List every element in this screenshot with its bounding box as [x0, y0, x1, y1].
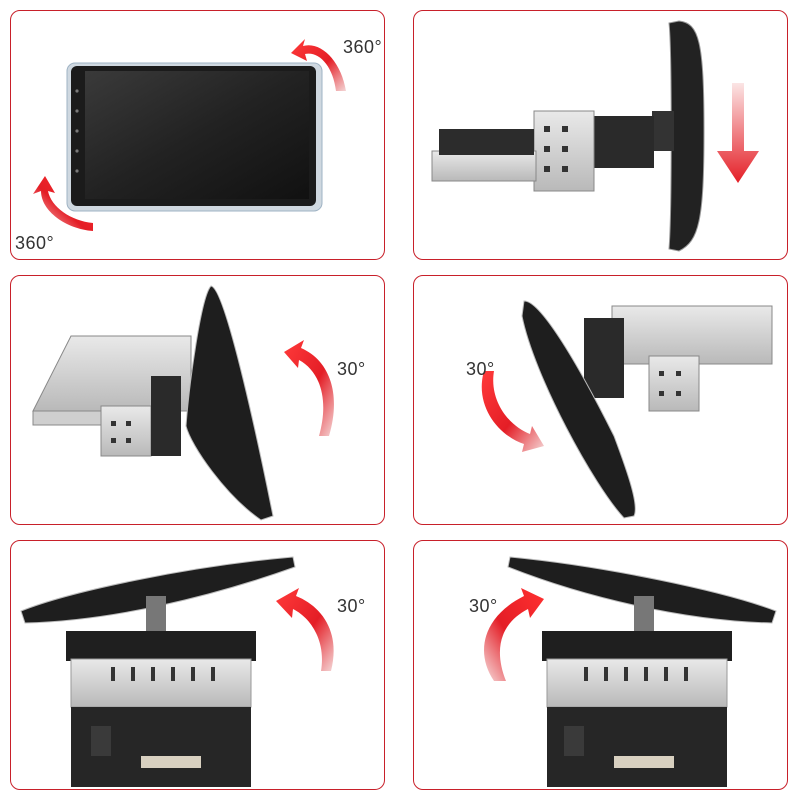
- swivel-right-illustration: [484, 556, 777, 787]
- panel-tilt-up: 30°: [10, 275, 385, 525]
- panel-tilt-down: 30°: [413, 275, 788, 525]
- rotate-arrow-icon: [276, 588, 334, 671]
- side-view-illustration: [431, 20, 759, 252]
- down-arrow-icon: [717, 83, 759, 183]
- panel-swivel-right: 30°: [413, 540, 788, 790]
- rotate-arrow-icon: [484, 588, 544, 681]
- rotate-arrow-icon: [291, 39, 346, 91]
- rotation-label: 30°: [466, 359, 495, 379]
- tilt-up-illustration: [32, 285, 334, 521]
- rotation-label: 360°: [343, 37, 383, 57]
- rotating-screen-illustration: [33, 39, 346, 231]
- swivel-left-illustration: [20, 556, 334, 787]
- tilt-down-illustration: [481, 300, 773, 519]
- rotation-label: 360°: [15, 233, 55, 253]
- rotate-arrow-icon: [284, 340, 334, 436]
- rotation-label: 30°: [337, 359, 366, 379]
- rotate-arrow-icon: [33, 176, 93, 231]
- rotation-label: 30°: [469, 596, 498, 616]
- panel-rotate-360: 360° 360°: [10, 10, 385, 260]
- panel-side-view: [413, 10, 788, 260]
- rotation-label: 30°: [337, 596, 366, 616]
- panel-swivel-left: 30°: [10, 540, 385, 790]
- rotate-arrow-icon: [481, 371, 544, 452]
